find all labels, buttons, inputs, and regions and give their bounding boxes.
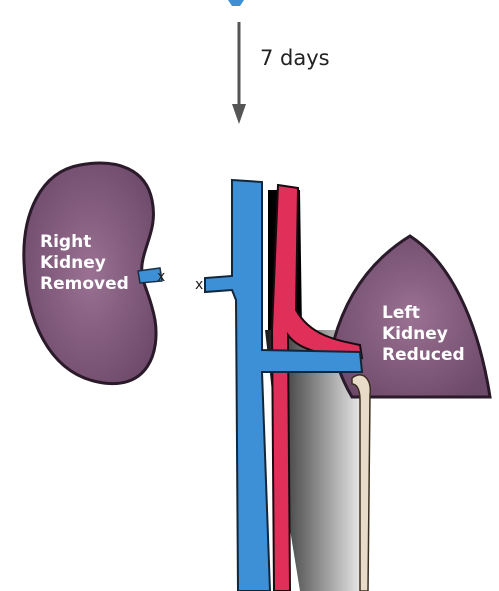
down-arrow bbox=[232, 22, 246, 124]
left-kidney-label: Left Kidney Reduced bbox=[382, 303, 465, 366]
top-vessel-fragment bbox=[228, 0, 244, 6]
arrow-duration-label: 7 days bbox=[260, 46, 330, 70]
right-kidney-label: Right Kidney Removed bbox=[40, 232, 129, 295]
right-stub-cut-mark: x bbox=[157, 269, 165, 285]
left-stub-cut-mark: x bbox=[195, 277, 203, 293]
